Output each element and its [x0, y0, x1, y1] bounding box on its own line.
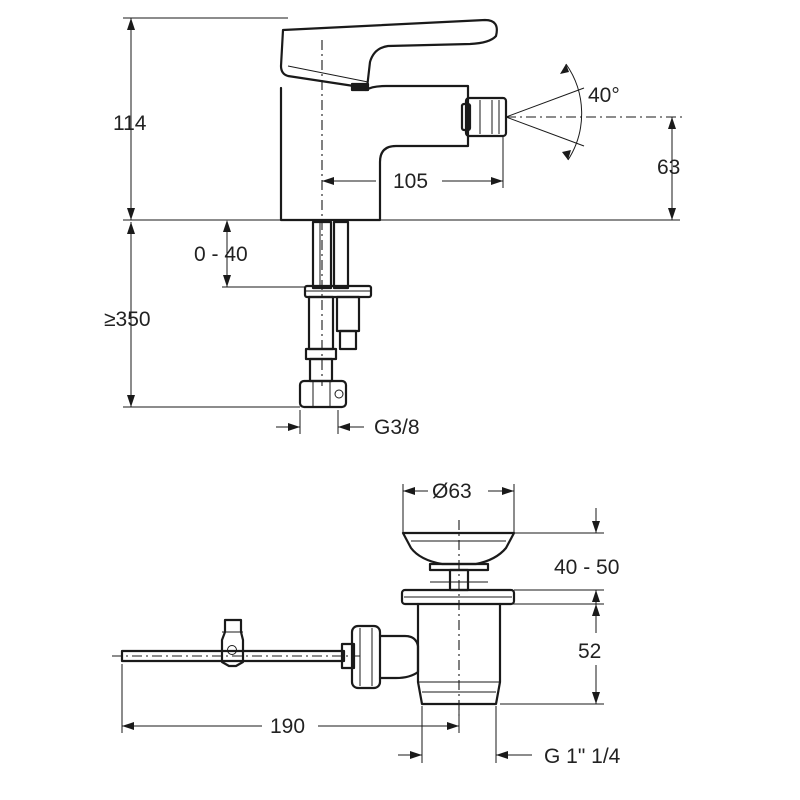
dim-plug-diameter-label: Ø63	[432, 480, 472, 503]
mixer-body	[279, 84, 470, 222]
dim-body-height-label: 52	[578, 640, 601, 663]
dim-angle-label: 40°	[588, 84, 620, 107]
dim-supply-thread-label: G3/8	[374, 416, 420, 439]
dim-deck-thickness-label: 0 - 40	[194, 243, 248, 266]
bidet-mixer	[279, 18, 682, 409]
dim-reach-label: 105	[393, 170, 428, 193]
mixer-lever	[279, 18, 498, 90]
dim-spray-height-label: 63	[657, 156, 680, 179]
mixer-dimension-lines	[123, 17, 680, 434]
waste-dimension-lines	[121, 484, 604, 763]
spray-nozzle	[464, 96, 508, 138]
dim-height-label: 114	[113, 112, 147, 135]
dim-hose-length-label: ≥350	[104, 308, 151, 331]
dim-plug-lift-label: 40 - 50	[554, 556, 619, 579]
popup-waste	[112, 520, 516, 720]
rod-nut	[350, 624, 382, 690]
dim-outlet-thread-label: G 1" 1/4	[544, 745, 621, 768]
dim-rod-length-label: 190	[270, 715, 305, 738]
supply-hose	[307, 295, 335, 351]
waste-flange	[400, 588, 516, 606]
union-nut	[298, 379, 348, 409]
rod-clip	[220, 618, 245, 668]
